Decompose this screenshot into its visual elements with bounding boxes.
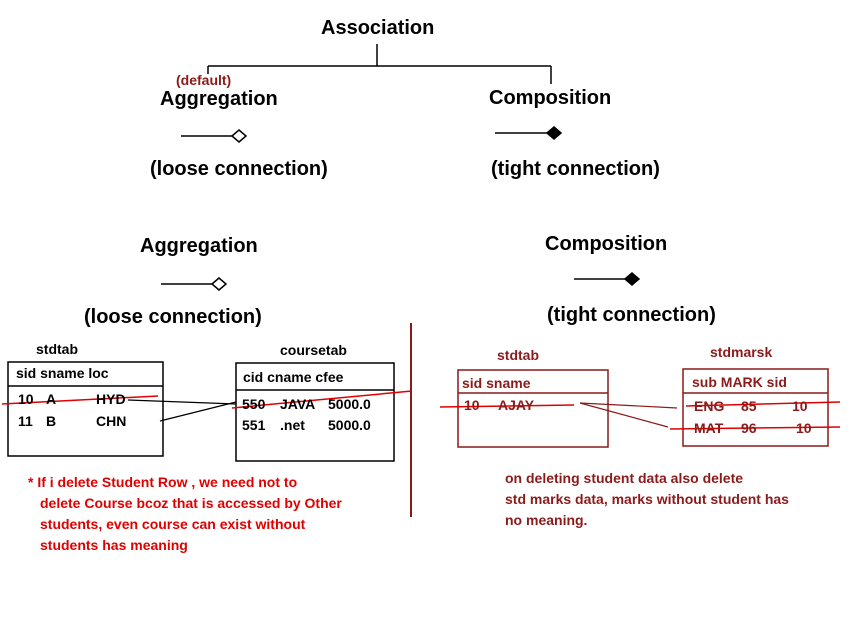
association-title: Association [321, 17, 435, 39]
composition-heading: Composition [545, 233, 668, 255]
aggregation-note-line: delete Course bcoz that is accessed by O… [40, 495, 342, 511]
table-cell: 5000.0 [328, 396, 371, 412]
table-cell: HYD [96, 391, 126, 407]
stdtab-title: stdtab [497, 347, 539, 363]
loose-connection-label: (loose connection) [150, 158, 328, 180]
table-cell: 551 [242, 417, 266, 433]
table-cell: 96 [741, 420, 757, 436]
composition-note-line: no meaning. [505, 512, 588, 528]
table-cell: 10 [18, 391, 34, 407]
tight-connection-label: (tight connection) [491, 158, 660, 180]
table-cell: 10 [464, 397, 480, 413]
table-cell: ENG [694, 398, 725, 414]
table-cell: 10 [792, 398, 808, 414]
aggregation-label: Aggregation [160, 88, 278, 110]
table-cell: MAT [694, 420, 724, 436]
table-cell: B [46, 413, 57, 429]
tight-connection-subheading: (tight connection) [547, 304, 716, 326]
aggregation-note-line: * If i delete Student Row , we need not … [28, 474, 298, 490]
composition-label: Composition [489, 87, 612, 109]
hollow-diamond-icon [181, 129, 248, 143]
table-cell: JAVA [280, 396, 316, 412]
stdmarsk-title: stdmarsk [710, 344, 773, 360]
aggregation-note-line: students, even course can exist without [40, 516, 306, 532]
stdtab-header: sid sname [462, 375, 531, 391]
composition-note-line: std marks data, marks without student ha… [505, 491, 789, 507]
table-cell: 85 [741, 398, 757, 414]
table-cell: .net [280, 417, 305, 433]
stdtab-title: stdtab [36, 341, 78, 357]
table-cell: 10 [796, 420, 812, 436]
table-cell: A [46, 391, 57, 407]
default-tag: (default) [176, 72, 232, 88]
composition-note-line: on deleting student data also delete [505, 470, 744, 486]
filled-diamond-icon [495, 126, 563, 140]
hollow-diamond-icon [161, 277, 228, 291]
coursetab-title: coursetab [280, 342, 347, 358]
stdmarsk-header: sub MARK sid [692, 374, 787, 390]
table-cell: 550 [242, 396, 266, 412]
table-cell: AJAY [498, 397, 535, 413]
table-cell: CHN [96, 413, 127, 429]
aggregation-heading: Aggregation [140, 235, 258, 257]
stdtab-header: sid sname loc [16, 365, 109, 381]
coursetab-header: cid cname cfee [243, 369, 344, 385]
filled-diamond-icon [574, 272, 641, 286]
loose-connection-subheading: (loose connection) [84, 306, 262, 328]
table-cell: 5000.0 [328, 417, 371, 433]
aggregation-note-line: students has meaning [40, 537, 188, 553]
table-cell: 11 [18, 413, 33, 429]
